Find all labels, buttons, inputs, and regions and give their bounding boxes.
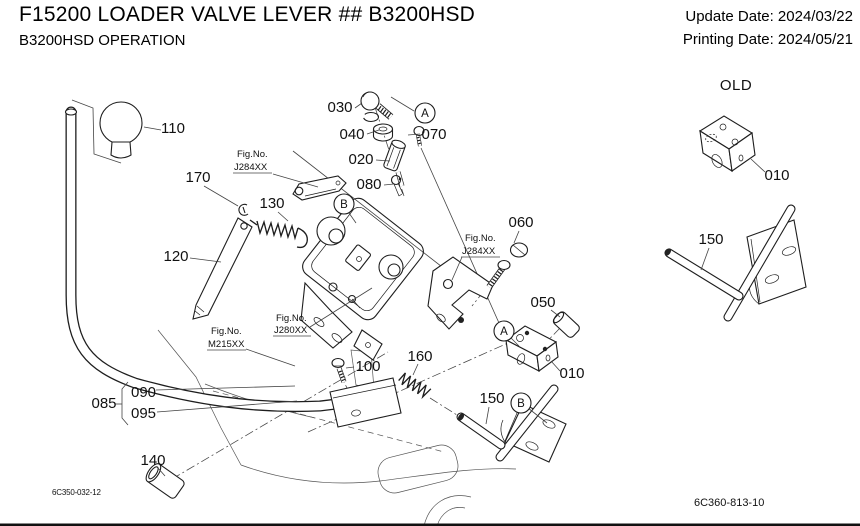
page-title: F15200 LOADER VALVE LEVER ## B3200HSD [19,3,476,26]
fig-ref-2: Fig.No. J284XX [461,233,500,258]
grip-140 [145,463,185,499]
detail-marker-a-block: A [493,320,515,342]
marker-a-label: A [500,326,508,338]
callout-090: 090 [131,384,156,401]
nut-040 [372,123,394,142]
fig-ref-prefix: Fig.No. [276,313,307,324]
marker-b-label: B [340,199,348,211]
callout-050: 050 [530,294,555,311]
header-dates: Update Date: 2024/03/22 Printing Date: 2… [683,5,853,51]
ball-joint-030 [360,91,394,123]
snap-ring-170 [238,203,249,216]
spring-160 [398,372,432,400]
page-subtitle: B3200HSD OPERATION [19,32,186,49]
bolt-100 [331,357,347,383]
old-section-label: OLD [720,77,752,94]
callout-060: 060 [508,214,533,231]
callout-170: 170 [185,169,210,186]
detail-marker-a-top: A [414,102,436,124]
bolt-060 [486,242,529,289]
ball-knob-110 [99,101,143,159]
page-bottom-border [0,523,860,526]
fig-ref-4: Fig.No. M215XX [207,326,246,351]
old-shaft-bracket-150 [664,204,807,322]
callout-140: 140 [140,452,165,469]
arm-plate [329,377,402,428]
fig-ref-prefix: Fig.No. [465,233,496,244]
fig-ref-value[interactable]: J284XX [462,246,496,257]
update-date: Update Date: 2024/03/22 [685,8,853,25]
callout-040: 040 [339,126,364,143]
fig-ref-prefix: Fig.No. [237,149,268,160]
fig-ref-value[interactable]: J280XX [274,325,308,336]
callout-085: 085 [91,395,116,412]
plug-070 [413,125,425,147]
marker-a-label: A [421,108,429,120]
clevis-j284xx [427,256,494,330]
callout-095: 095 [131,405,156,422]
mount-block-010 [504,325,559,372]
callout-030: 030 [327,99,352,116]
joint-body-020 [383,139,406,187]
callout-120: 120 [163,248,188,265]
link-j284xx [292,175,347,201]
callout-070: 070 [421,126,446,143]
spring-130 [249,219,308,249]
old-block-010 [698,115,756,173]
fig-ref-value[interactable]: M215XX [208,339,245,350]
detail-marker-b-bracket: B [510,392,532,414]
fig-ref-value[interactable]: J284XX [234,162,268,173]
callout-160: 160 [407,348,432,365]
callout-020: 020 [348,151,373,168]
callout-150: 150 [479,390,504,407]
fig-ref-1: Fig.No. J284XX [233,149,272,174]
leader-lines [116,96,766,477]
drawing-code-left: 6C350-032-12 [52,488,101,497]
header-left: F15200 LOADER VALVE LEVER ## B3200HSD B3… [19,3,475,49]
callout-010: 010 [559,365,584,382]
pin-050 [552,311,580,338]
callout-100: 100 [355,358,380,375]
shaft-bracket-150 [456,384,567,463]
marker-b-label: B [517,398,525,410]
callout-080: 080 [356,176,381,193]
fig-ref-3: Fig.No. J280XX [273,313,311,337]
cotter-pin-080 [390,174,404,197]
old-callout-150: 150 [698,231,723,248]
old-callout-010: 010 [764,167,789,184]
drawing-code-right: 6C360-813-10 [694,497,764,509]
valve-lever-assembly [300,197,424,361]
bent-rod [64,106,391,413]
detail-marker-b-top: B [333,193,355,215]
lever-arm-120 [192,217,253,320]
callout-110: 110 [161,120,185,137]
fig-ref-prefix: Fig.No. [211,326,242,337]
callout-130: 130 [259,195,284,212]
printing-date: Printing Date: 2024/05/21 [682,31,853,48]
